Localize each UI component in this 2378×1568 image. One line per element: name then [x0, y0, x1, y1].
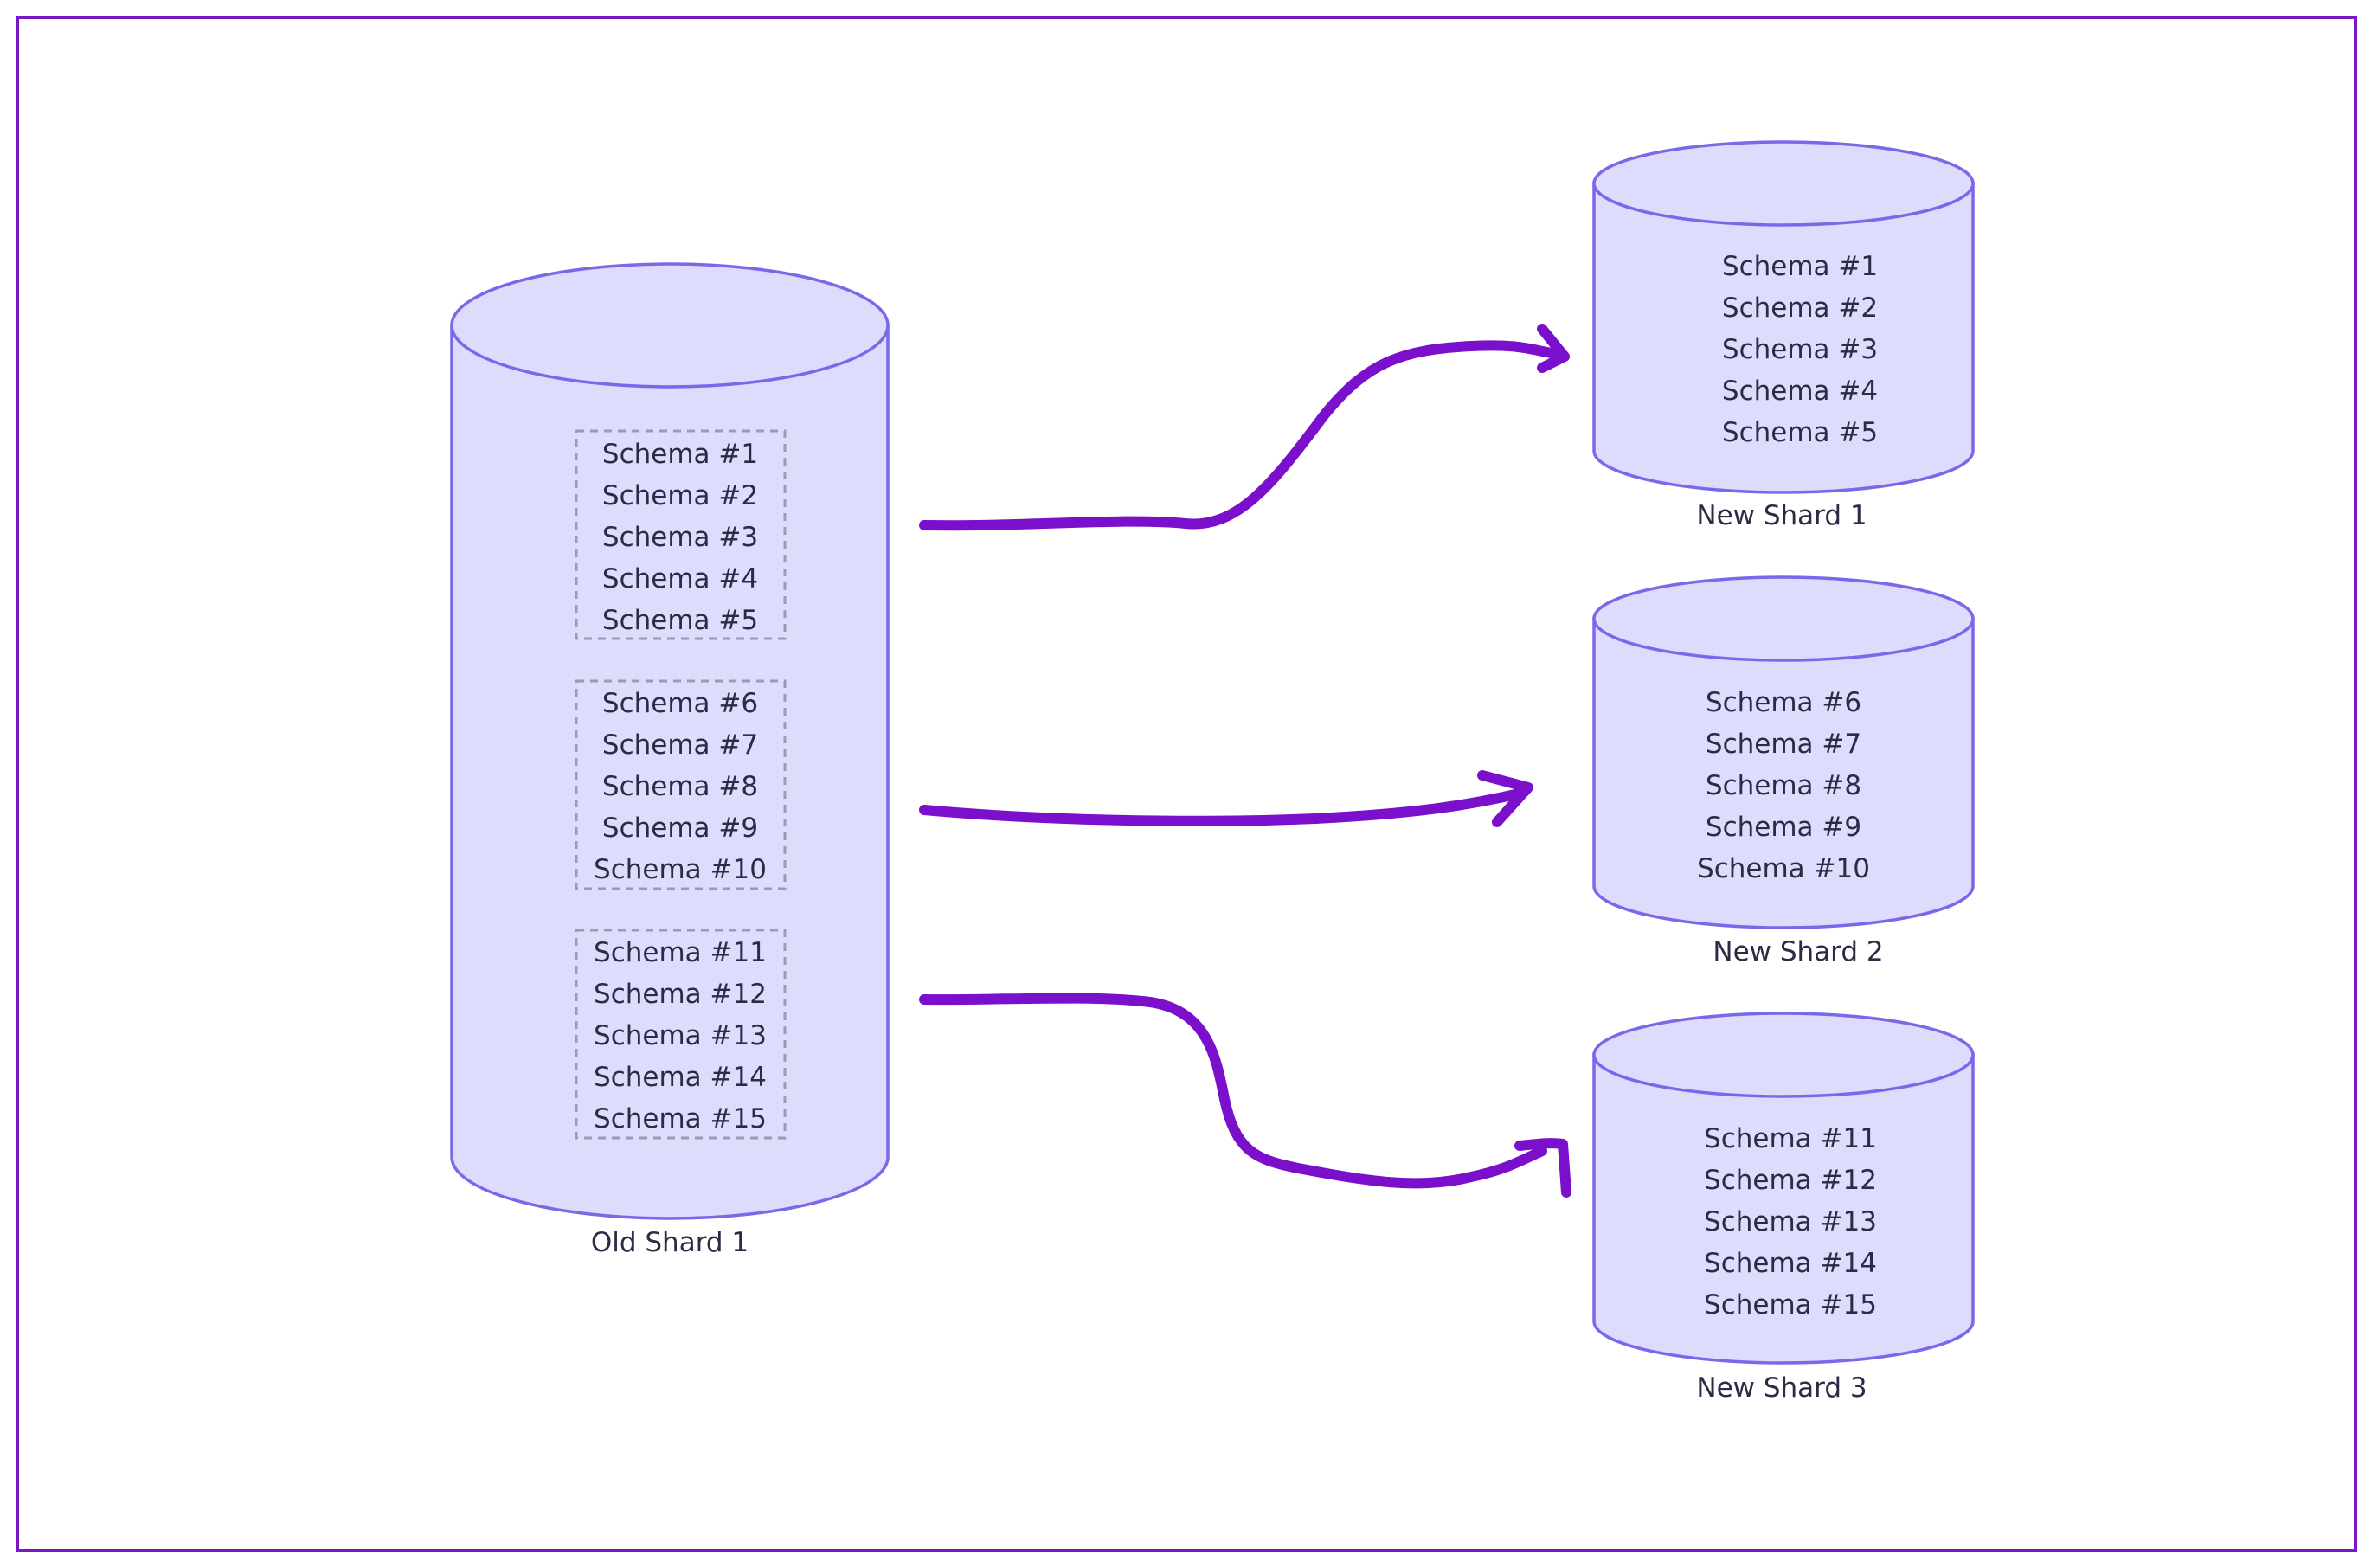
new-shard-2-cylinder: Schema #6 Schema #7 Schema #8 Schema #9 …: [1592, 575, 1975, 967]
schema-label: Schema #13: [1704, 1206, 1877, 1237]
schema-label: Schema #8: [602, 771, 758, 802]
new-shard-1-top: [1592, 140, 1975, 227]
schema-label: Schema #15: [594, 1103, 767, 1134]
schema-label: Schema #11: [594, 937, 767, 968]
old-shard-top: [450, 262, 890, 389]
arrow-head: [1477, 770, 1533, 827]
arrow-to-new-shard-3: [919, 993, 1571, 1198]
schema-label: Schema #4: [602, 563, 758, 594]
new-shard-2-body: [1592, 617, 1975, 929]
schema-label: Schema #11: [1704, 1123, 1877, 1154]
new-shard-3-body: [1592, 1053, 1975, 1365]
schema-label: Schema #9: [602, 813, 758, 844]
schema-label: Schema #7: [602, 729, 758, 761]
schema-label: Schema #15: [1704, 1289, 1877, 1321]
schema-label: Schema #5: [602, 605, 758, 636]
schema-label: Schema #8: [1706, 770, 1861, 801]
schema-label: Schema #3: [1722, 334, 1878, 365]
schema-label: Schema #13: [594, 1020, 767, 1051]
new-shard-2-label: New Shard 2: [1713, 936, 1883, 967]
schema-label: Schema #1: [602, 439, 758, 470]
schema-label: Schema #3: [602, 522, 758, 553]
schema-label: Schema #10: [594, 854, 767, 885]
schema-label: Schema #2: [602, 480, 758, 511]
arrow-line: [919, 787, 1528, 826]
schema-label: Schema #14: [1704, 1248, 1877, 1279]
schema-group-3: [575, 929, 787, 1140]
old-shard-label: Old Shard 1: [591, 1227, 749, 1258]
schema-label: Schema #10: [1697, 853, 1870, 884]
schema-label: Schema #2: [1722, 292, 1878, 324]
schema-label: Schema #7: [1706, 729, 1861, 760]
schema-label: Schema #12: [1704, 1165, 1877, 1196]
arrow-line: [919, 993, 1547, 1189]
arrow-line: [919, 340, 1567, 531]
schema-label: Schema #4: [1722, 376, 1878, 407]
schema-label: Schema #14: [594, 1062, 767, 1093]
old-group-1-labels: Schema #1 Schema #2 Schema #3 Schema #4 …: [602, 439, 758, 636]
new-shard-1-body: [1592, 182, 1975, 494]
old-shard-cylinder: Schema #1 Schema #2 Schema #3 Schema #4 …: [450, 262, 890, 1258]
schema-group-1: [575, 429, 787, 640]
old-group-3-labels: Schema #11 Schema #12 Schema #13 Schema …: [594, 937, 767, 1134]
arrow-to-new-shard-1: [919, 324, 1570, 531]
new-shard-2-top: [1592, 575, 1975, 662]
old-shard-body: [450, 324, 890, 1220]
new-shard-3-label: New Shard 3: [1696, 1372, 1867, 1404]
new-shard-3-top: [1592, 1012, 1975, 1098]
schema-label: Schema #6: [1706, 687, 1861, 718]
schema-label: Schema #1: [1722, 251, 1878, 282]
old-group-2-labels: Schema #6 Schema #7 Schema #8 Schema #9 …: [594, 688, 767, 885]
schema-group-2: [575, 679, 787, 890]
arrow-head: [1537, 324, 1570, 373]
schema-label: Schema #12: [594, 979, 767, 1010]
arrow-head: [1514, 1138, 1571, 1198]
diagram-frame: [16, 16, 2357, 1552]
arrow-to-new-shard-2: [919, 770, 1533, 827]
schema-label: Schema #6: [602, 688, 758, 719]
schema-label: Schema #5: [1722, 417, 1878, 448]
new-shard-3-cylinder: Schema #11 Schema #12 Schema #13 Schema …: [1592, 1012, 1975, 1404]
new-shard-1-cylinder: Schema #1 Schema #2 Schema #3 Schema #4 …: [1592, 140, 1975, 531]
schema-label: Schema #9: [1706, 812, 1861, 843]
new-shard-1-label: New Shard 1: [1696, 500, 1867, 531]
